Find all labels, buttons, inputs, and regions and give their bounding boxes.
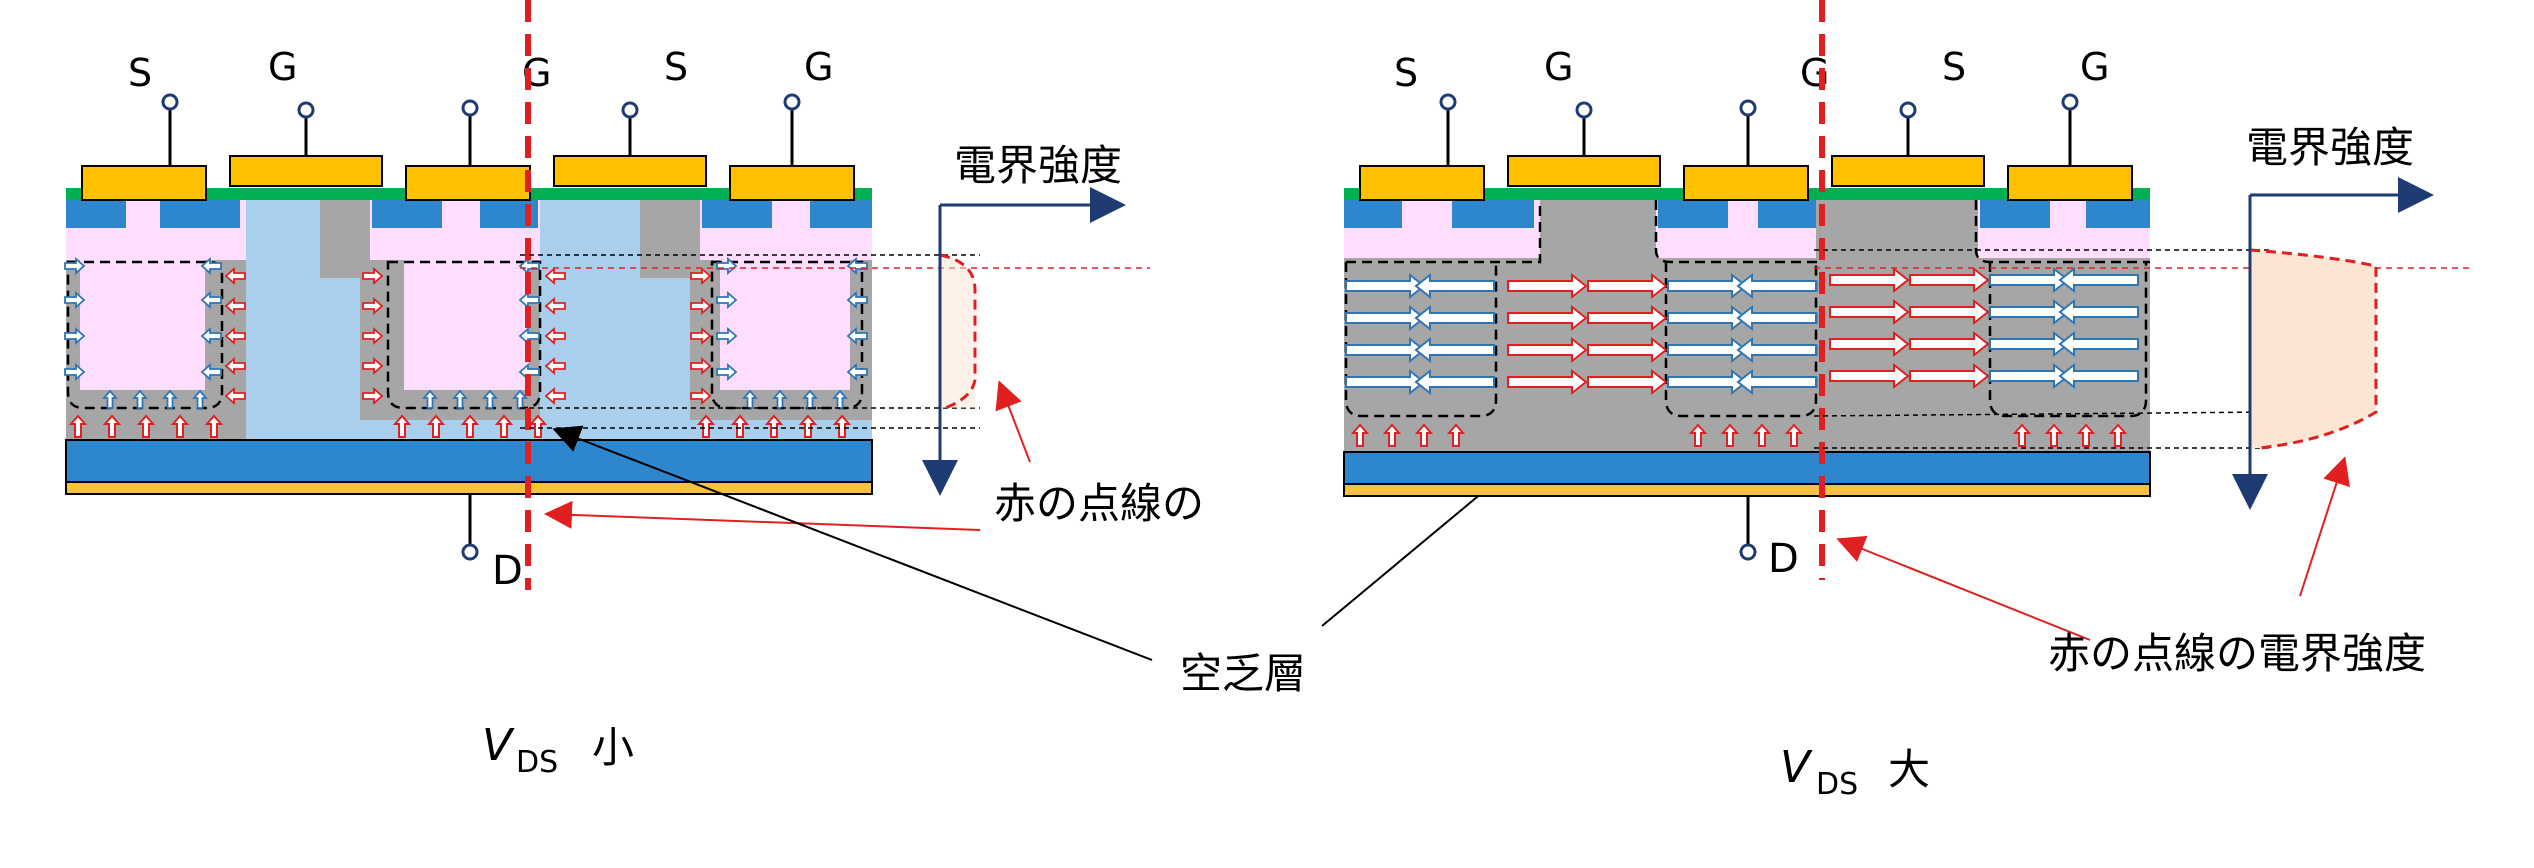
left-substrate (65, 439, 873, 483)
right-source-metal-2 (1683, 165, 1809, 201)
right-field-axis-label: 電界強度 (2246, 123, 2414, 172)
right-gate-metal-2 (1831, 155, 1985, 187)
left-source-metal-2 (405, 165, 531, 201)
left-drain-metal (65, 481, 873, 495)
right-terminal-g2: G (1800, 51, 1829, 95)
left-terminal-s1: S (128, 51, 152, 95)
right-caption-sub: DS (1816, 767, 1858, 802)
left-terminal-s2: S (664, 45, 688, 89)
left-source-metal-1 (81, 165, 207, 201)
right-device: S G G S G D (1343, 45, 2151, 582)
right-source-metal-3 (2007, 165, 2133, 201)
left-p-body-3 (720, 260, 850, 390)
right-substrate (1343, 451, 2151, 485)
right-terminal-d: D (1768, 536, 1799, 582)
left-gate-metal-1 (229, 155, 383, 187)
left-gate-metal-2 (553, 155, 707, 187)
left-terminal-d: D (492, 548, 523, 594)
right-source-metal-1 (1359, 165, 1485, 201)
right-drain-metal (1343, 483, 2151, 497)
left-callout: 赤の点線の (994, 479, 1204, 528)
left-field-profile: 電界強度 (520, 141, 1150, 496)
left-terminal-g1: G (268, 45, 297, 89)
left-caption-sub: DS (516, 745, 558, 780)
left-source-metal-3 (729, 165, 855, 201)
right-terminal-s2: S (1942, 45, 1966, 89)
right-terminal-g3: G (2080, 45, 2109, 89)
right-terminal-g1: G (1544, 45, 1573, 89)
right-callout: 赤の点線の電界強度 (2048, 629, 2426, 678)
left-p-body-2 (404, 260, 529, 390)
left-caption-v: V (482, 720, 515, 771)
right-caption-v: V (1780, 742, 1813, 793)
left-device: S G G S G D (64, 45, 873, 594)
right-gate-metal-1 (1507, 155, 1661, 187)
right-terminal-s1: S (1394, 51, 1418, 95)
left-caption-tail: 小 (592, 723, 634, 772)
left-p-body-1 (80, 260, 205, 390)
left-field-axis-label: 電界強度 (954, 141, 1122, 190)
right-caption-tail: 大 (1888, 745, 1930, 794)
right-field-profile: 電界強度 (1813, 123, 2470, 510)
center-callout: 空乏層 (1180, 649, 1306, 698)
left-terminal-g3: G (804, 45, 833, 89)
